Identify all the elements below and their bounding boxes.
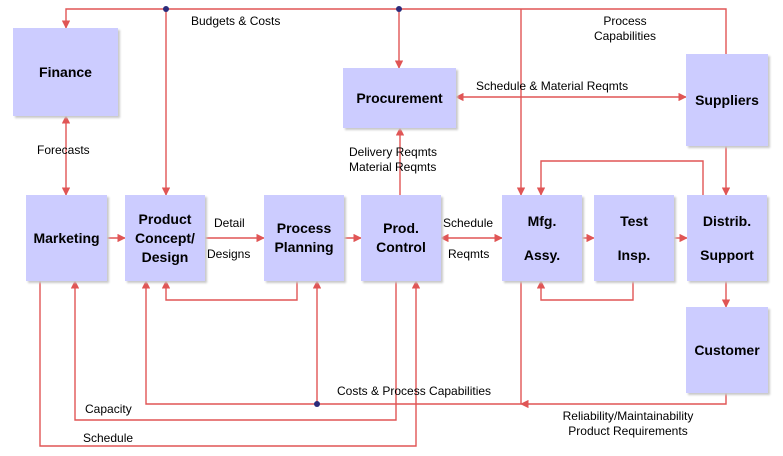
product-concept-label-3: Design	[141, 248, 189, 265]
process-planning-label-1: Process	[276, 220, 332, 236]
planning-to-concept-line	[161, 280, 298, 301]
process-capabilities-line-2: Capabilities	[593, 29, 657, 43]
test-to-mfg-line	[536, 280, 634, 301]
product-concept-label-1: Product	[138, 210, 192, 227]
distrib-support-box[interactable]: Distrib. Support	[687, 195, 767, 281]
suppliers-box[interactable]: Suppliers	[686, 54, 768, 146]
prod-control-label-1: Prod.	[383, 220, 419, 236]
mfg-assy-label-2: Assy.	[523, 246, 561, 263]
capacity-label: Capacity	[85, 402, 132, 416]
forecasts-label: Forecasts	[37, 143, 90, 157]
capacity-line	[70, 280, 397, 421]
finance-box[interactable]: Finance	[13, 28, 118, 116]
schedule-bottom-line	[39, 280, 421, 447]
junction-dot	[314, 401, 320, 407]
test-insp-label-2: Insp.	[617, 246, 651, 263]
costs-process-cap-label: Costs & Process Capabilities	[337, 384, 492, 398]
process-capabilities-line-1: Process	[603, 14, 647, 28]
customer-box[interactable]: Customer	[686, 307, 768, 393]
material-reqmts-label: Material Reqmts	[349, 160, 437, 174]
process-planning-label-2: Planning	[274, 239, 334, 255]
schedule-material-label: Schedule & Material Reqmts	[476, 79, 629, 93]
distrib-support-label-2: Support	[700, 246, 754, 263]
reliability-line-2: Product Requirements	[568, 424, 688, 438]
prod-control-label-2: Control	[376, 239, 426, 255]
mfg-assy-box[interactable]: Mfg. Assy.	[502, 195, 582, 281]
schedule-top-label: Schedule	[443, 216, 494, 230]
reliability-line	[520, 393, 727, 409]
marketing-label: Marketing	[33, 229, 100, 246]
suppliers-label: Suppliers	[695, 91, 759, 108]
process-planning-box[interactable]: Process Planning	[264, 195, 344, 281]
mfg-assy-label-1: Mfg.	[527, 212, 557, 229]
procurement-box[interactable]: Procurement	[343, 68, 456, 128]
designs-label: Designs	[207, 247, 251, 261]
finance-label: Finance	[39, 63, 92, 80]
process-capabilities-label: Process Capabilities	[586, 14, 664, 44]
product-concept-box[interactable]: Product Concept/ Design	[125, 195, 205, 281]
test-insp-box[interactable]: Test Insp.	[594, 195, 674, 281]
distrib-support-label-1: Distrib.	[702, 212, 752, 229]
reliability-label: Reliability/Maintainability Product Requ…	[548, 409, 708, 439]
delivery-reqmts-label: Delivery Reqmts	[349, 145, 438, 159]
reliability-line-1: Reliability/Maintainability	[562, 409, 694, 423]
customer-label: Customer	[694, 341, 760, 358]
procurement-label: Procurement	[356, 89, 443, 106]
distrib-to-mfg-line	[536, 160, 704, 196]
schedule-bottom-label: Schedule	[83, 431, 134, 445]
detail-label: Detail	[214, 216, 245, 230]
junction-dot	[163, 6, 169, 12]
reqmts-label: Reqmts	[448, 247, 490, 261]
budgets-costs-label: Budgets & Costs	[191, 14, 281, 28]
marketing-box[interactable]: Marketing	[26, 195, 107, 281]
prod-control-box[interactable]: Prod. Control	[361, 195, 441, 281]
product-concept-label-2: Concept/	[135, 229, 195, 246]
junction-dot	[396, 6, 402, 12]
test-insp-label-1: Test	[620, 212, 648, 229]
